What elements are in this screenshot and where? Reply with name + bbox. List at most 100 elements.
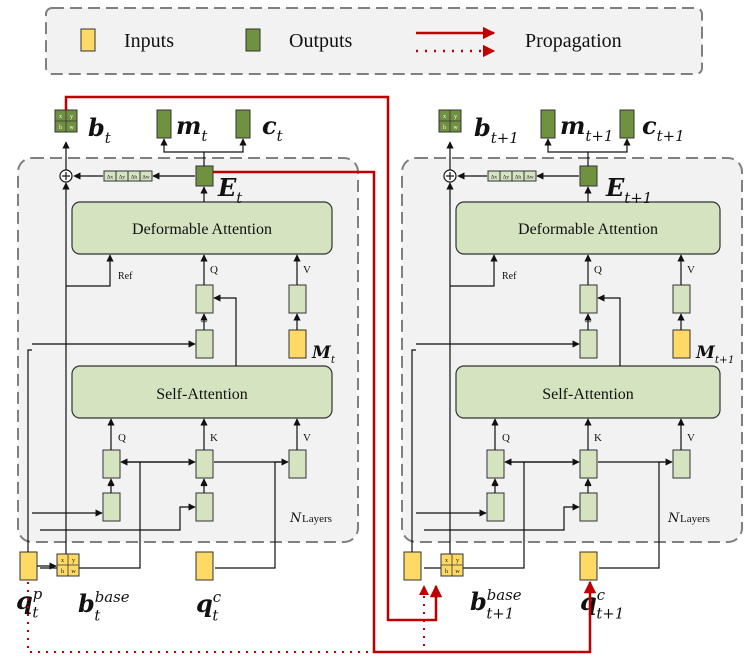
label-c-t: ct xyxy=(262,111,283,145)
port-q-deform-t1: Q xyxy=(594,264,602,276)
legend-propagation-label: Propagation xyxy=(525,30,622,52)
delta-strip-t1-text-3: Δw xyxy=(526,175,534,181)
rail-pos-left xyxy=(27,349,32,552)
legend-input-swatch xyxy=(80,28,96,52)
arrow-e-to-c xyxy=(204,138,247,153)
deformable-attention-label: Deformable Attention xyxy=(132,221,272,238)
position-query-input xyxy=(19,551,38,581)
arrow-e-to-m xyxy=(160,138,205,166)
c-output-box xyxy=(235,109,251,139)
delta-strip-t1-text-1: Δy xyxy=(503,175,510,181)
self-attention-label-t1: Self-Attention xyxy=(542,386,634,403)
arrow-e-to-c-t1 xyxy=(588,138,631,153)
delta-strip-text-0: Δx xyxy=(107,175,114,181)
v-box-deform xyxy=(288,284,307,314)
propagation-box-arrow xyxy=(64,95,443,622)
port-ref-t1: Ref xyxy=(502,271,517,282)
deformable-attention-block xyxy=(71,201,333,255)
k-box-sa-t1 xyxy=(579,449,598,479)
deformable-attention-label-t1: Deformable Attention xyxy=(518,221,658,238)
label-m-t1: mt+1 xyxy=(560,111,613,145)
port-ref: Ref xyxy=(118,271,133,282)
c-output-box-t1 xyxy=(619,109,635,139)
box-output-grid-t1-cell-w: w xyxy=(453,125,458,131)
self-attention-block xyxy=(71,365,333,419)
memory-input-box xyxy=(288,329,307,359)
panel-t: Deformable Attention Self-Attention N La… xyxy=(17,157,359,543)
q-box-sa-t1 xyxy=(486,449,505,479)
port-q-sa-t1: Q xyxy=(502,432,510,444)
base-box-input-t1-cell-y: y xyxy=(456,558,459,564)
base-box-input-t1-cell-x: x xyxy=(445,558,448,564)
v-box-deform-t1 xyxy=(672,284,691,314)
delta-strip-t1-cell-3 xyxy=(523,170,537,182)
label-b-t: bt xyxy=(88,113,111,147)
rail-pos-left-t1 xyxy=(411,349,416,552)
layers-word-t1: Layers xyxy=(680,513,710,525)
port-k-sa: K xyxy=(210,432,218,444)
q-box-add-t1 xyxy=(579,329,598,359)
label-m-mem-t1: Mt+1 xyxy=(695,343,735,366)
port-v-sa-t1: V xyxy=(687,432,695,444)
box-output-grid-t1-cell-h: h xyxy=(443,125,446,131)
arrow-sa-out-t1 xyxy=(597,294,621,366)
content-query-input-t1 xyxy=(579,551,598,581)
base-box-input-cell-w: w xyxy=(71,569,76,575)
position-query-input-t1 xyxy=(403,551,422,581)
q-box-add xyxy=(195,329,214,359)
label-b-t1: bt+1 xyxy=(474,113,519,147)
self-attention-label: Self-Attention xyxy=(156,386,248,403)
delta-strip-text-1: Δy xyxy=(119,175,126,181)
v-box-sa xyxy=(288,449,307,479)
arrow-content-v-t1 xyxy=(599,458,673,569)
delta-strip-t1-text-0: Δx xyxy=(491,175,498,181)
label-m-mem-t: Mt xyxy=(311,343,336,366)
q-box-sa xyxy=(102,449,121,479)
layers-n: N xyxy=(289,511,302,526)
arrow-e-to-m-t1 xyxy=(544,138,589,166)
delta-strip-text-2: Δh xyxy=(131,175,138,181)
panel-t1: Deformable Attention Self-Attention N La… xyxy=(401,157,743,543)
q-box-deform xyxy=(195,284,214,314)
delta-strip-t1-text-2: Δh xyxy=(515,175,522,181)
v-box-sa-t1 xyxy=(672,449,691,479)
box-output-grid-t1-cell-x: x xyxy=(443,114,446,120)
m-output-box xyxy=(156,109,172,139)
arrow-ref-t1 xyxy=(450,254,498,287)
arrow-sa-out xyxy=(213,294,237,366)
base-box-input-t1-cell-w: w xyxy=(455,569,460,575)
self-attention-block-t1 xyxy=(455,365,721,419)
legend-output-swatch xyxy=(245,28,261,52)
embedding-output-box-t1 xyxy=(579,165,598,187)
base-box-input-cell-y: y xyxy=(72,558,75,564)
delta-strip-cell-3 xyxy=(139,170,153,182)
legend: Inputs Outputs Propagation xyxy=(45,7,703,75)
m-output-box-t1 xyxy=(540,109,556,139)
layers-n-t1: N xyxy=(667,511,680,526)
legend-outputs-label: Outputs xyxy=(289,30,353,52)
layers-word: Layers xyxy=(302,513,332,525)
box-output-grid-cell-h: h xyxy=(59,125,62,131)
port-v-deform: V xyxy=(303,264,311,276)
q-add-box-sa-t1 xyxy=(486,492,505,522)
label-c-t1: ct+1 xyxy=(642,111,685,145)
label-e-t1: Et+1 xyxy=(605,173,652,207)
box-output-grid-cell-x: x xyxy=(59,114,62,120)
port-k-sa-t1: K xyxy=(594,432,602,444)
box-output-grid-t1-cell-y: y xyxy=(454,114,457,120)
arrow-pos-k-t1 xyxy=(424,503,580,531)
arrow-content-v xyxy=(215,458,289,569)
base-box-input-cell-x: x xyxy=(61,558,64,564)
label-e-t: Et xyxy=(217,173,242,207)
legend-inputs-label: Inputs xyxy=(124,30,174,52)
port-q-sa: Q xyxy=(118,432,126,444)
port-v-deform-t1: V xyxy=(687,264,695,276)
k-add-box-sa xyxy=(195,492,214,522)
k-add-box-sa-t1 xyxy=(579,492,598,522)
